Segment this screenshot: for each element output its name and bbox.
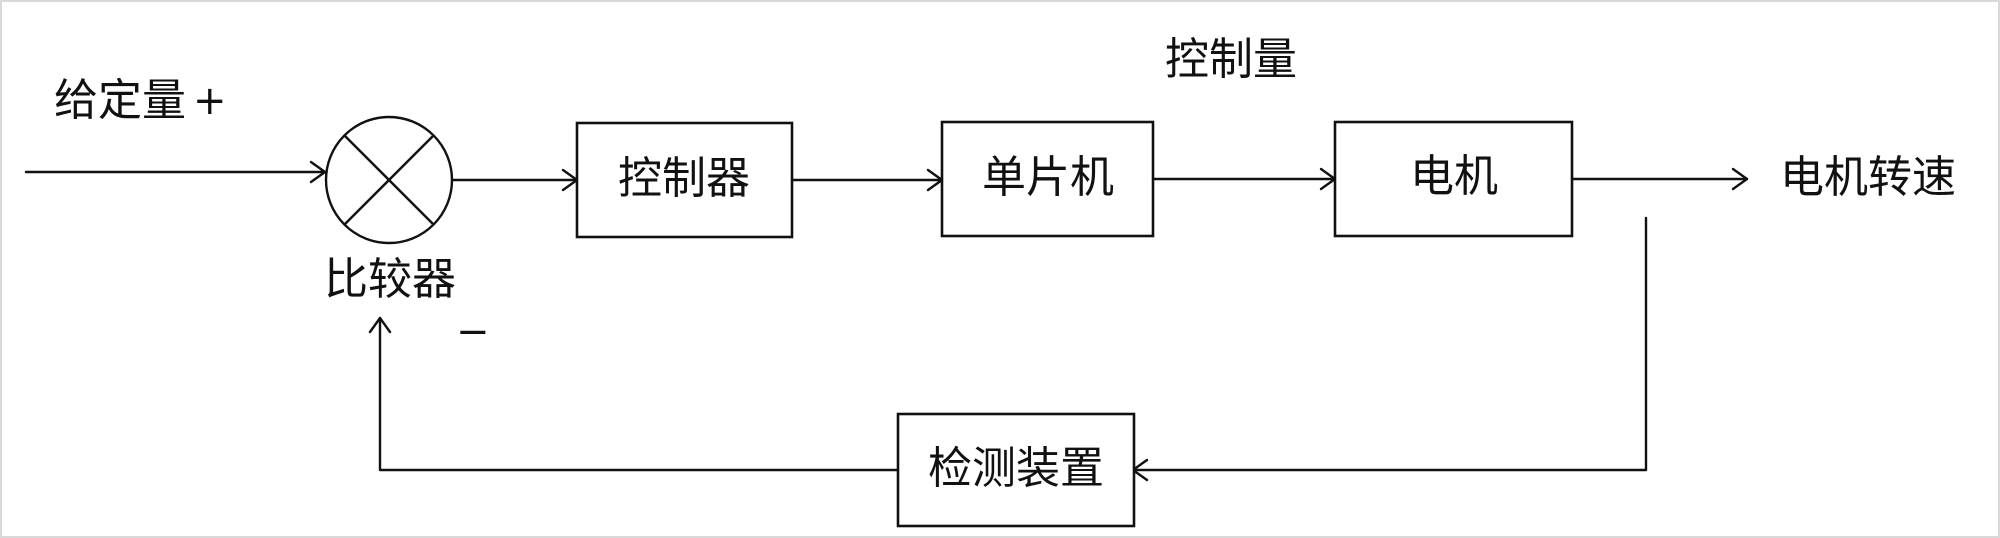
comparator	[324, 115, 454, 245]
input-signal	[24, 160, 327, 184]
motor-block	[1333, 120, 1574, 238]
arrowhead-feedback-to-comparator	[368, 316, 392, 334]
feedback-path	[368, 216, 1648, 528]
output-label: 电机转速	[1780, 152, 1956, 203]
sensor-block	[896, 412, 1136, 528]
feedback-return-line	[378, 316, 900, 472]
controller-block-label: 控制器	[618, 153, 750, 204]
forward-path	[450, 120, 1749, 239]
input-arrow-head	[309, 160, 327, 184]
minus-sign: −	[456, 309, 490, 355]
control-signal-label: 控制量	[1165, 34, 1297, 85]
motor-block-label: 电机	[1410, 151, 1498, 202]
input-label: 给定量	[54, 75, 186, 126]
plus-sign: +	[193, 78, 227, 124]
feedback-pickoff-line	[1131, 216, 1648, 472]
comparator-cross-line-b	[343, 134, 435, 226]
comparator-label: 比较器	[324, 254, 456, 305]
sensor-block-label: 检测装置	[928, 443, 1104, 494]
mcu-block-label: 单片机	[982, 152, 1114, 203]
arrowhead-motor-output	[1731, 167, 1749, 191]
